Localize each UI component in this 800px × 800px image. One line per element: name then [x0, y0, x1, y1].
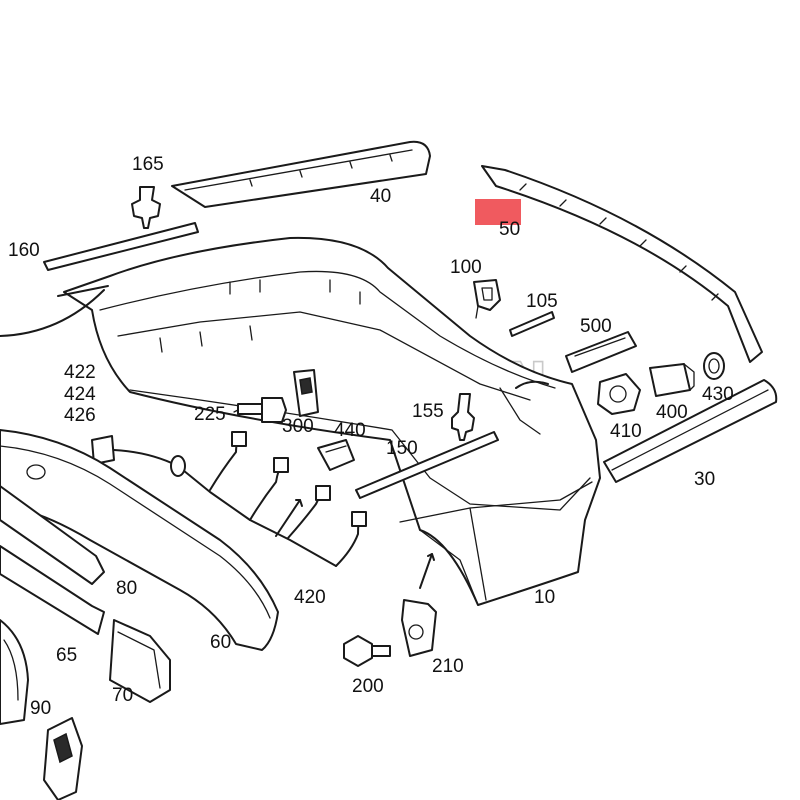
part-440-clip [317, 439, 355, 471]
part-10-bumper-cover [63, 236, 601, 606]
highlight-marker [475, 199, 521, 225]
pointer-arrows [0, 285, 549, 589]
callout-400: 400 [656, 402, 688, 423]
part-500-reflector [565, 331, 637, 373]
callout-50: 50 [499, 219, 520, 240]
callout-300: 300 [282, 416, 314, 437]
callout-90: 90 [30, 698, 51, 719]
part-420-wiring-harness [91, 431, 367, 567]
part-430-grommet [703, 352, 725, 380]
callout-426: 426 [64, 405, 96, 426]
part-80-absorber [0, 485, 105, 585]
callout-210: 210 [432, 656, 464, 677]
callout-440: 440 [334, 420, 366, 441]
part-225-bolt [237, 397, 287, 423]
callout-60: 60 [210, 632, 231, 653]
part-200-bolt [343, 635, 391, 667]
callout-155: 155 [412, 401, 444, 422]
callout-160: 160 [8, 240, 40, 261]
part-150-strip [355, 431, 499, 499]
callout-430: 430 [702, 384, 734, 405]
part-70-cap [109, 619, 171, 703]
callout-10: 10 [534, 587, 555, 608]
callout-200: 200 [352, 676, 384, 697]
part-165-clip [131, 186, 161, 229]
callout-410: 410 [610, 421, 642, 442]
part-155-clip [451, 393, 475, 441]
callout-105: 105 [526, 291, 558, 312]
part-410-sensor-holder [597, 373, 641, 415]
part-400-sensor [649, 363, 695, 397]
callout-500: 500 [580, 316, 612, 337]
part-300-bracket [293, 369, 319, 417]
callout-30: 30 [694, 469, 715, 490]
part-210-bracket [401, 599, 437, 657]
part-40-trim-strip [171, 140, 431, 208]
callout-225: 225 [194, 404, 226, 425]
callout-150: 150 [386, 438, 418, 459]
callout-165: 165 [132, 154, 164, 175]
part-160-strip [43, 222, 199, 271]
callout-420: 420 [294, 587, 326, 608]
part-65-absorber [0, 545, 105, 635]
callout-422: 422 [64, 362, 96, 383]
callout-65: 65 [56, 645, 77, 666]
part-100-hook-cover [473, 279, 501, 319]
leader-lines [233, 409, 239, 413]
callout-424: 424 [64, 384, 96, 405]
callout-70: 70 [112, 685, 133, 706]
part-60-impact-bar [0, 429, 279, 651]
callout-40: 40 [370, 186, 391, 207]
part-30-lower-strip [603, 379, 778, 483]
part-50-upper-rail [481, 165, 763, 363]
callout-labels: 165 40 50 160 100 105 500 422 424 426 43… [8, 154, 734, 719]
part-105-rod [509, 311, 555, 337]
callout-80: 80 [116, 578, 137, 599]
callout-100: 100 [450, 257, 482, 278]
part-90-bracket [0, 619, 83, 800]
